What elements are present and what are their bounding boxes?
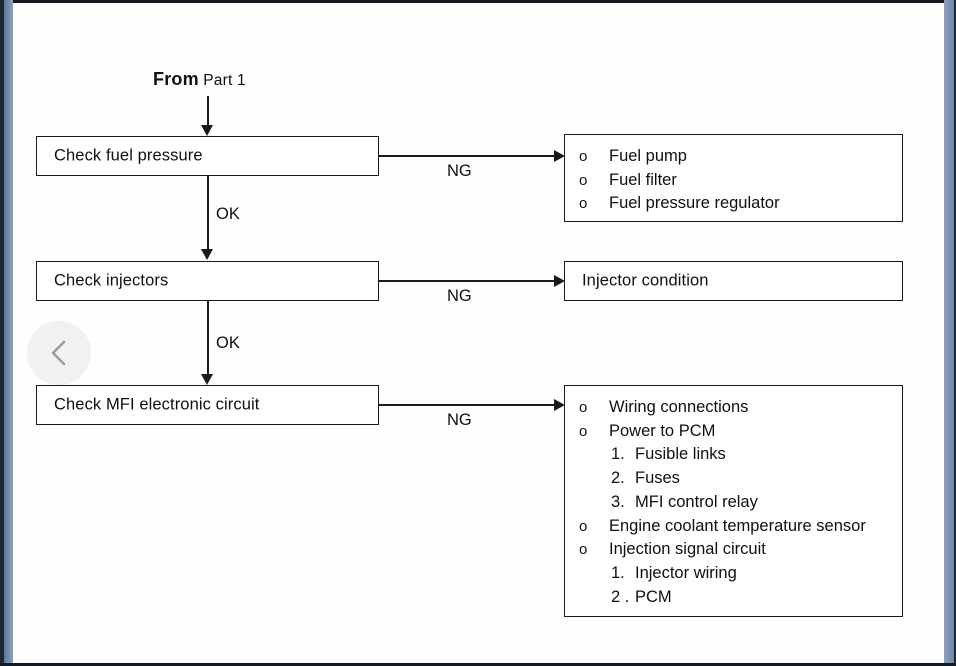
step-box-check-injectors[interactable]: Check injectors: [36, 261, 379, 301]
diagram-entry-label: From Part 1: [153, 69, 246, 90]
list-item-marker: o: [579, 399, 588, 416]
list-item-text: Injector wiring: [635, 563, 737, 582]
ok-arrow-head-1: [201, 249, 213, 260]
ok-connector-2: [207, 301, 209, 381]
list-item-text: Wiring connections: [609, 398, 749, 416]
list-item: 1. Fusible links: [579, 443, 896, 467]
step-label: Check fuel pressure: [54, 146, 203, 165]
list-item-marker: o: [579, 541, 588, 559]
list-item-marker: 1.: [611, 563, 625, 582]
scanned-flowchart-page: From Part 1 Check fuel pressure NG OK o …: [13, 3, 944, 663]
ok-arrow-head-2: [201, 374, 213, 385]
viewer-top-edge: [0, 0, 956, 3]
entry-label-from: From: [153, 69, 199, 89]
list-item-text: Power to PCM: [609, 421, 716, 440]
ng-label-3: NG: [447, 411, 472, 429]
list-item-text: Fuel filter: [609, 170, 677, 189]
list-item-marker: 1.: [611, 445, 625, 464]
list-item: 2 . PCM: [579, 586, 896, 610]
list-item-text: Fuel pressure regulator: [609, 194, 780, 213]
ng-connector-1: [379, 155, 556, 157]
ng-arrow-head-1: [554, 150, 565, 162]
viewer-left-dark-band: [0, 0, 4, 666]
list-item: 1. Injector wiring: [579, 562, 896, 586]
ng-connector-2: [379, 280, 556, 282]
previous-image-button[interactable]: [27, 321, 91, 385]
ok-label-1: OK: [216, 205, 240, 223]
entry-label-source: Part 1: [203, 72, 246, 89]
step-box-check-fuel-pressure[interactable]: Check fuel pressure: [36, 136, 379, 176]
entry-connector-line: [207, 96, 209, 130]
list-item-marker: 2 .: [611, 587, 630, 606]
result-label: Injector condition: [582, 271, 709, 290]
step-label: Check MFI electronic circuit: [54, 395, 260, 414]
ng-connector-3: [379, 404, 556, 406]
list-item-text: MFI control relay: [635, 492, 758, 511]
list-item-marker: 2.: [611, 469, 625, 488]
list-item-marker: 3.: [611, 492, 625, 511]
ng-label-1: NG: [447, 162, 472, 180]
chevron-left-icon: [51, 340, 66, 366]
viewer-bottom-edge: [0, 663, 956, 666]
list-item-text: Fusible links: [635, 445, 726, 464]
viewer-right-dark-band: [954, 0, 956, 666]
ok-label-2: OK: [216, 334, 240, 352]
ok-connector-1: [207, 176, 209, 256]
list-item-marker: o: [579, 422, 588, 440]
list-item: o Engine coolant temperature sensor: [579, 515, 896, 539]
list-item-text: Engine coolant temperature sensor: [609, 516, 866, 535]
list-item-text: Fuses: [635, 469, 680, 488]
list-item-text: Injection signal circuit: [609, 540, 766, 559]
ng-label-2: NG: [447, 287, 472, 305]
result-box-fuel-pressure-causes[interactable]: o Fuel pump o Fuel filter o Fuel pressur…: [564, 134, 903, 222]
result-list-3: o Wiring connections o Power to PCM 1. F…: [579, 396, 896, 609]
list-item: 3. MFI control relay: [579, 491, 896, 515]
list-item: o Fuel pressure regulator: [579, 192, 896, 216]
entry-arrow-head: [201, 125, 213, 136]
list-item: o Power to PCM: [579, 420, 896, 444]
list-item-marker: o: [579, 171, 588, 189]
result-box-injector-condition[interactable]: Injector condition: [564, 261, 903, 301]
step-label: Check injectors: [54, 271, 169, 290]
ng-arrow-head-3: [554, 399, 565, 411]
viewer-right-frame-band: [944, 0, 954, 666]
result-box-mfi-circuit-causes[interactable]: o Wiring connections o Power to PCM 1. F…: [564, 385, 903, 617]
list-item: o Wiring connections: [579, 396, 896, 420]
list-item: o Fuel filter: [579, 169, 896, 193]
list-item-marker: o: [579, 195, 588, 213]
list-item-marker: o: [579, 148, 588, 165]
list-item: o Fuel pump: [579, 145, 896, 169]
list-item-text: PCM: [635, 587, 672, 606]
step-box-check-mfi-electronic-circuit[interactable]: Check MFI electronic circuit: [36, 385, 379, 425]
list-item: o Injection signal circuit: [579, 538, 896, 562]
list-item-text: Fuel pump: [609, 147, 687, 165]
list-item-marker: o: [579, 517, 588, 535]
result-list-1: o Fuel pump o Fuel filter o Fuel pressur…: [579, 145, 896, 216]
ng-arrow-head-2: [554, 275, 565, 287]
list-item: 2. Fuses: [579, 467, 896, 491]
viewer-left-frame-band: [4, 0, 13, 666]
